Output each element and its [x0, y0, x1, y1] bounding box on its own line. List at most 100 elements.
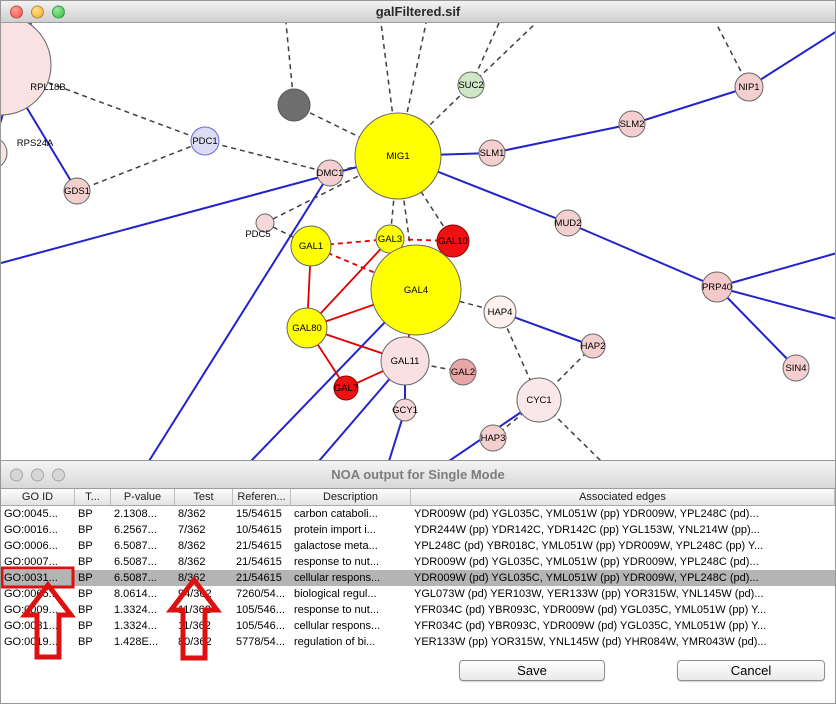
- minimize-button[interactable]: [31, 5, 44, 18]
- column-header-test[interactable]: Test: [175, 489, 233, 505]
- edge-SUC2-offscreen[interactable]: [470, 23, 537, 86]
- node-SIN4[interactable]: [782, 354, 810, 382]
- edge-PRP40-SIN4[interactable]: [716, 286, 797, 369]
- cell-r8-c6: YER133W (pp) YOR315W, YNL145W (pd) YHR08…: [414, 636, 767, 648]
- node-GAL80[interactable]: [286, 307, 328, 349]
- node-label-NIP1: NIP1: [738, 82, 759, 93]
- node-label-HAP4: HAP4: [488, 307, 513, 318]
- edge-MIG1-PDC5[interactable]: [264, 155, 399, 224]
- edge-MUD2-PRP40[interactable]: [567, 222, 718, 288]
- node-GDS1[interactable]: [63, 177, 91, 205]
- node-label-CYC1: CYC1: [526, 395, 551, 406]
- node-SLM2[interactable]: [618, 110, 646, 138]
- cell-r2-c2: 6.5087...: [114, 540, 157, 552]
- edge-MIG1-SUC2[interactable]: [397, 84, 472, 157]
- edge-PRP40-offscreen[interactable]: [716, 252, 835, 288]
- node-MUD2[interactable]: [554, 209, 582, 237]
- node-PDC5[interactable]: [255, 213, 275, 233]
- node-label-MIG1: MIG1: [386, 151, 409, 162]
- close-button[interactable]: [10, 468, 23, 481]
- edge-PRP40-offscreen[interactable]: [716, 286, 835, 320]
- node-RPL18B[interactable]: [1, 23, 52, 116]
- node-SUC2[interactable]: [457, 71, 485, 99]
- node-SLM1[interactable]: [478, 139, 506, 167]
- edge-NIP1-offscreen[interactable]: [748, 31, 835, 88]
- zoom-button[interactable]: [52, 468, 65, 481]
- column-header-go-id[interactable]: GO ID: [1, 489, 75, 505]
- node-GCY1[interactable]: [393, 398, 417, 422]
- edge-GDS1-PDC1[interactable]: [76, 140, 206, 192]
- node-NIP1[interactable]: [734, 72, 764, 102]
- node-CYC1[interactable]: [516, 377, 562, 423]
- edge-HAP4-CYC1[interactable]: [499, 311, 540, 401]
- column-header-t[interactable]: T...: [75, 489, 111, 505]
- node-HAP3[interactable]: [479, 424, 507, 452]
- node-GAL4[interactable]: [370, 244, 462, 336]
- node-GRAY1[interactable]: [277, 88, 311, 122]
- cell-r8-c0: GO:0019...: [4, 636, 58, 648]
- edge-HAP4-HAP2[interactable]: [499, 311, 594, 347]
- column-header-description[interactable]: Description: [291, 489, 411, 505]
- column-header-p-value[interactable]: P-value: [111, 489, 175, 505]
- noa-window-titlebar[interactable]: NOA output for Single Mode: [1, 461, 835, 489]
- minimize-button[interactable]: [31, 468, 44, 481]
- cell-r5-c0: GO:0065...: [4, 588, 58, 600]
- cell-r7-c6: YFR034C (pd) YBR093C, YDR009W (pd) YGL03…: [414, 620, 767, 632]
- cell-r3-c2: 6.5087...: [114, 556, 157, 568]
- cell-r7-c2: 1.3324...: [114, 620, 157, 632]
- cell-r2-c6: YPL248C (pd) YBR018C, YML051W (pp) YDR00…: [414, 540, 764, 552]
- window-title: galFiltered.sif: [375, 4, 461, 19]
- column-header-referen[interactable]: Referen...: [233, 489, 291, 505]
- node-label-SLM2: SLM2: [620, 119, 645, 130]
- node-GAL11[interactable]: [380, 336, 430, 386]
- node-label-HAP3: HAP3: [481, 433, 506, 444]
- edge-DMC1-offscreen[interactable]: [148, 172, 331, 460]
- node-GAL10[interactable]: [436, 224, 470, 258]
- node-MIG1[interactable]: [354, 112, 442, 200]
- close-button[interactable]: [10, 5, 23, 18]
- node-GAL2[interactable]: [449, 358, 477, 386]
- node-label-HAP2: HAP2: [581, 341, 606, 352]
- node-label-SUC2: SUC2: [458, 80, 483, 91]
- column-header-associated-edges[interactable]: Associated edges: [411, 489, 835, 505]
- node-DMC1[interactable]: [316, 159, 344, 187]
- cancel-button[interactable]: Cancel: [677, 660, 825, 681]
- node-label-RPS24A: RPS24A: [17, 138, 54, 149]
- cell-r4-c3: 8/362: [178, 572, 206, 584]
- cell-r5-c2: 8.0614...: [114, 588, 157, 600]
- cell-r3-c5: response to nut...: [294, 556, 379, 568]
- node-GAL7[interactable]: [333, 375, 359, 401]
- cell-r4-c5: cellular respons...: [294, 572, 381, 584]
- cell-r3-c6: YDR009W (pd) YGL035C, YML051W (pp) YDR00…: [414, 556, 759, 568]
- edge-CYC1-offscreen[interactable]: [538, 399, 602, 460]
- cell-r7-c3: 11/362: [178, 620, 211, 632]
- node-RPS24A[interactable]: [1, 137, 8, 169]
- graph-window-titlebar[interactable]: galFiltered.sif: [1, 1, 835, 23]
- cell-r6-c4: 105/546...: [236, 604, 285, 616]
- cell-r7-c0: GO:0031...: [4, 620, 58, 632]
- node-PDC1[interactable]: [190, 126, 220, 156]
- edge-SLM1-SLM2[interactable]: [491, 123, 633, 154]
- edge-GRAY1-MIG1[interactable]: [293, 104, 399, 157]
- node-HAP2[interactable]: [580, 333, 606, 359]
- node-PRP40[interactable]: [701, 271, 733, 303]
- node-GAL1[interactable]: [290, 225, 332, 267]
- cell-r6-c5: response to nut...: [294, 604, 379, 616]
- cell-r0-c5: carbon cataboli...: [294, 508, 378, 520]
- save-button[interactable]: Save: [459, 660, 605, 681]
- zoom-button[interactable]: [52, 5, 65, 18]
- edge-PDC1-DMC1[interactable]: [204, 140, 331, 174]
- edge-SLM2-NIP1[interactable]: [631, 86, 750, 125]
- node-HAP4[interactable]: [483, 295, 517, 329]
